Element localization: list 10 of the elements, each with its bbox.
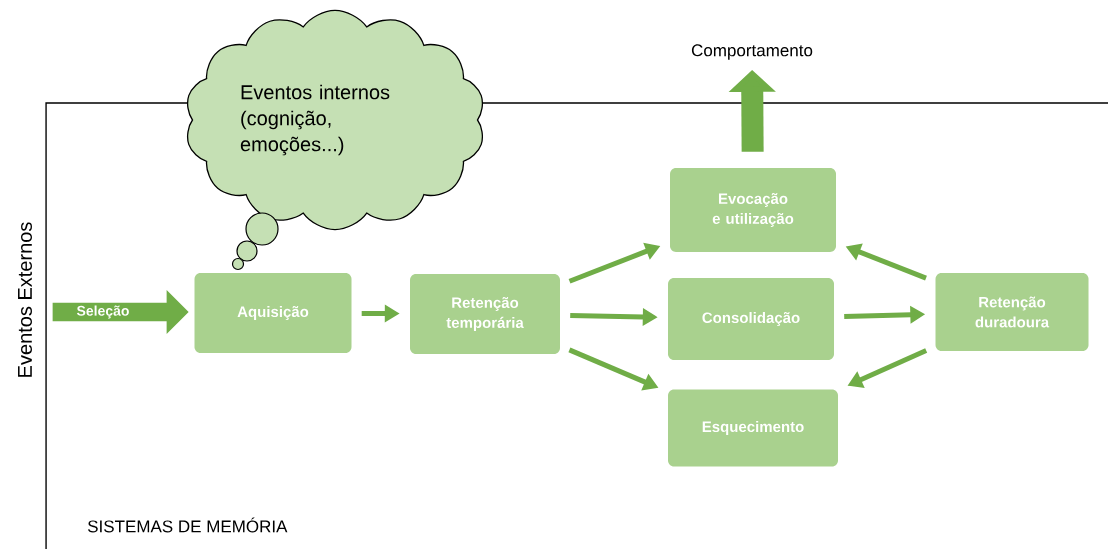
process-box: Evocação e utilização (670, 168, 836, 252)
process-box: Aquisição (194, 273, 352, 353)
process-box: Retenção duradoura (935, 273, 1089, 351)
section-label: SISTEMAS DE MEMÓRIA (87, 517, 288, 533)
thought-bubble: Eventos internos (cognição, emoções...) (186, 9, 484, 271)
process-box: Retenção temporária (410, 274, 560, 354)
output-label: Comportamento (691, 44, 813, 60)
process-box: Esquecimento (668, 389, 838, 467)
process-box: Consolidação (668, 278, 834, 360)
side-label: Eventos Externos (18, 222, 32, 377)
